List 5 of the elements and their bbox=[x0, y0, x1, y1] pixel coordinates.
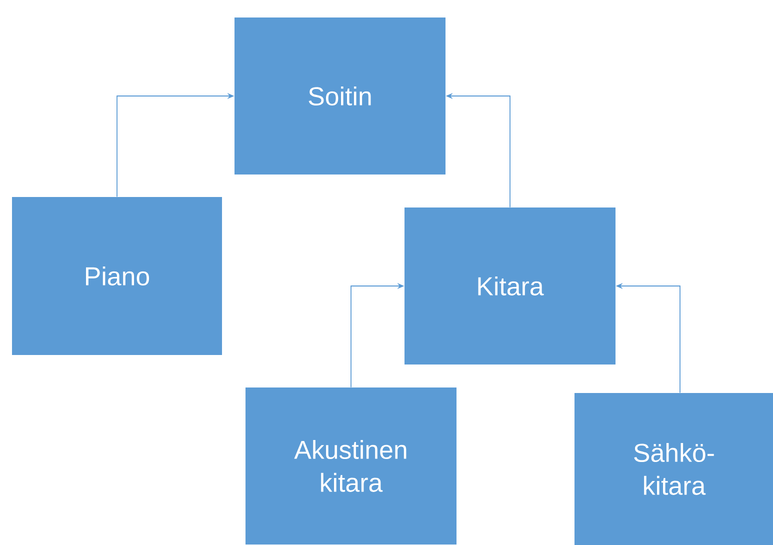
process-box: Soitin bbox=[234, 18, 446, 174]
process-box: Sähkö-kitara bbox=[574, 393, 773, 545]
process-box: Kitara bbox=[404, 208, 616, 364]
process-box: Akustinen kitara bbox=[246, 388, 456, 544]
process-box: Piano bbox=[12, 197, 222, 355]
